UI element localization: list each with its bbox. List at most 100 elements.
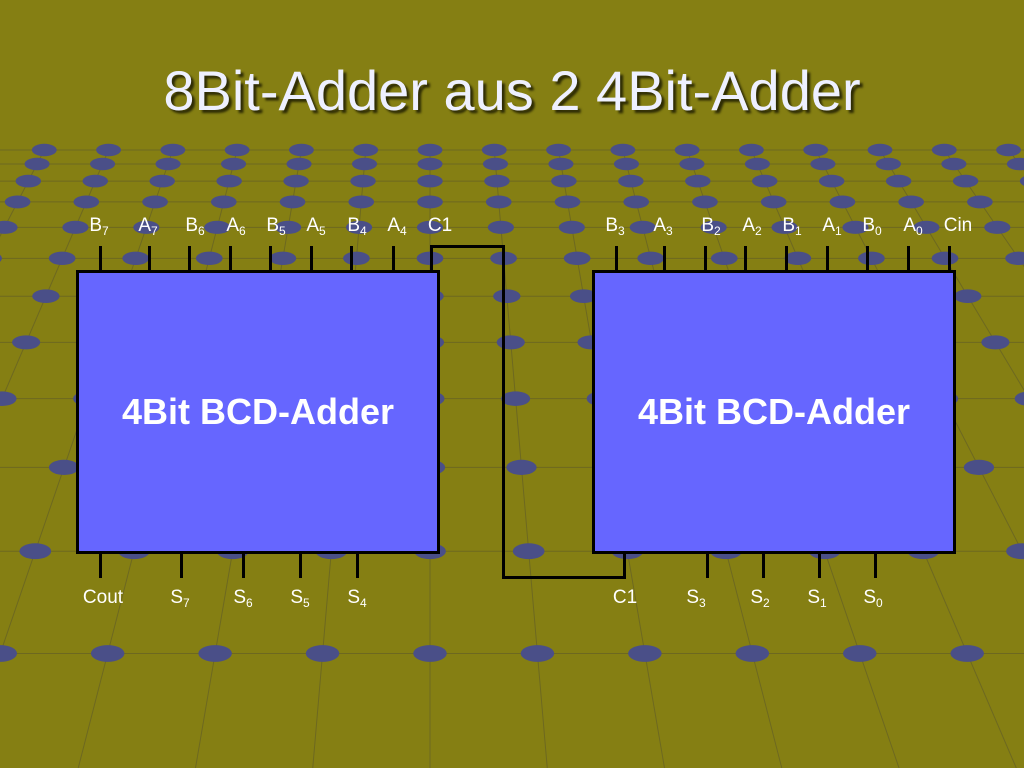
grid-node [618, 174, 644, 188]
label-a5: A5 [306, 215, 326, 238]
pin-a1 [826, 246, 829, 272]
grid-node [819, 174, 845, 188]
label-s5: S5 [290, 587, 310, 610]
label-a0: A0 [903, 215, 923, 238]
grid-node [803, 143, 829, 157]
pin-a7 [148, 246, 151, 272]
grid-line [943, 149, 1024, 268]
label-a1: A1 [822, 215, 842, 238]
pin-b1 [785, 246, 788, 272]
pin-b4 [350, 246, 353, 272]
grid-node [210, 195, 237, 209]
label-b6: B6 [185, 215, 205, 238]
grid-node [24, 157, 50, 171]
grid-node [416, 220, 444, 234]
grid-node [931, 251, 959, 266]
grid-node [1005, 251, 1024, 266]
grid-node [62, 220, 89, 234]
grid-node [224, 143, 250, 157]
grid-node [220, 157, 247, 171]
pin-s0 [874, 552, 877, 578]
carry-wire-right-rise [623, 552, 626, 579]
grid-line [1008, 149, 1024, 171]
grid-node [569, 289, 598, 304]
grid-node [610, 143, 636, 157]
grid-node [996, 143, 1021, 157]
grid-node [155, 157, 181, 171]
grid-node [1014, 391, 1024, 406]
pin-b7 [99, 246, 102, 272]
grid-node [31, 143, 57, 157]
grid-node [829, 195, 856, 209]
grid-node [345, 220, 373, 234]
grid-node [913, 220, 940, 234]
grid-node [351, 157, 378, 171]
grid-node [195, 251, 223, 266]
grid-node [198, 645, 232, 662]
grid-node [487, 220, 515, 234]
grid-node [305, 645, 340, 662]
grid-node [843, 645, 877, 662]
grid-node [950, 645, 984, 662]
grid-node [496, 335, 525, 350]
grid-node [142, 195, 168, 209]
label-b2: B2 [701, 215, 721, 238]
label-b0: B0 [862, 215, 882, 238]
grid-node [941, 157, 967, 171]
grid-node [15, 174, 41, 188]
grid-node [512, 543, 545, 560]
grid-node [348, 195, 375, 209]
label-s2: S2 [750, 587, 770, 610]
grid-node [554, 195, 581, 209]
grid-node [623, 195, 650, 209]
label-s7: S7 [170, 587, 190, 610]
grid-node [416, 251, 444, 266]
pin-b3 [615, 246, 618, 272]
grid-node [628, 645, 662, 662]
grid-node [739, 143, 764, 157]
label-a4: A4 [387, 215, 407, 238]
grid-node [216, 174, 242, 188]
grid-node [963, 459, 995, 475]
grid-node [685, 174, 711, 188]
grid-node [269, 251, 297, 266]
grid-node [954, 289, 982, 304]
grid-node [700, 220, 727, 234]
label-s1: S1 [807, 587, 827, 610]
label-s0: S0 [863, 587, 883, 610]
grid-node [417, 195, 443, 209]
grid-node [90, 157, 116, 171]
grid-node [760, 195, 787, 209]
grid-node [82, 174, 108, 188]
grid-node [898, 195, 925, 209]
label-a3: A3 [653, 215, 673, 238]
grid-node [149, 174, 175, 188]
label-cout: Cout [82, 587, 124, 608]
grid-node [0, 254, 2, 262]
grid-node [558, 220, 585, 234]
grid-node [931, 143, 957, 157]
grid-node [350, 174, 376, 188]
grid-line [0, 149, 45, 238]
grid-node [12, 335, 41, 350]
grid-node [1006, 157, 1024, 171]
pin-cin [948, 246, 951, 272]
grid-node [48, 251, 76, 266]
grid-node [493, 289, 521, 304]
grid-node [1006, 543, 1024, 560]
grid-node [413, 645, 447, 662]
adder-block-low-label: 4Bit BCD-Adder [637, 391, 910, 432]
carry-wire-bottom [502, 576, 626, 579]
label-s6: S6 [233, 587, 253, 610]
pin-a0 [907, 246, 910, 272]
label-b4: B4 [347, 215, 367, 238]
grid-node [984, 220, 1011, 234]
grid-node [286, 157, 312, 171]
grid-node [858, 251, 885, 266]
grid-node [981, 335, 1010, 350]
grid-node [90, 645, 125, 662]
grid-node [485, 195, 512, 209]
grid-node [692, 195, 718, 209]
grid-node [637, 251, 665, 266]
grid-node [19, 543, 52, 560]
